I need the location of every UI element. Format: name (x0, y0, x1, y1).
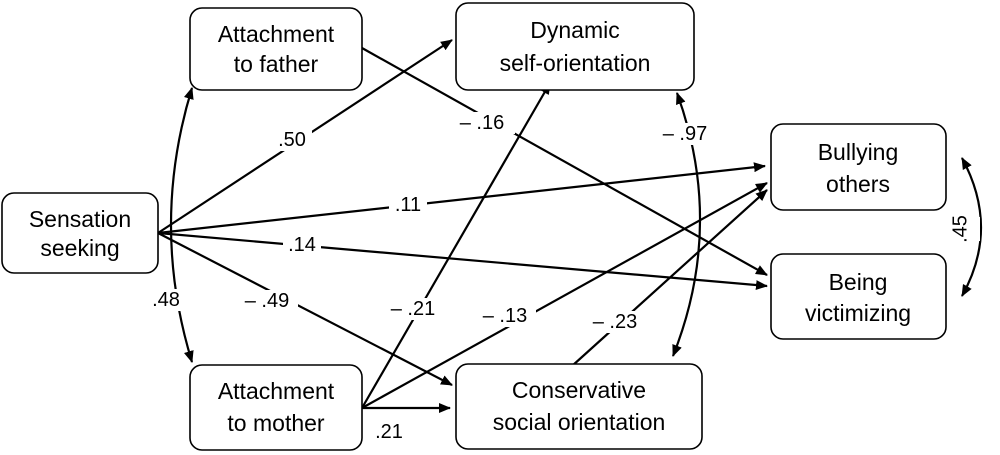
node-conservative-line2: social orientation (493, 409, 666, 435)
coef-conservative-bullying: – .23 (593, 311, 637, 333)
coef-father-victim: – .16 (460, 112, 504, 134)
node-conservative-line1: Conservative (512, 377, 646, 403)
coef-sensation-dynamic: .50 (278, 129, 306, 151)
coef-sensation-bullying: .11 (395, 194, 421, 216)
node-sensation-seeking-line2: seeking (40, 235, 119, 261)
node-bullying-line1: Bullying (818, 139, 899, 165)
node-sensation-seeking: Sensation seeking (1, 192, 159, 274)
coef-mother-conservative: .21 (375, 421, 403, 443)
edge-sensation-to-victim (157, 231, 768, 291)
node-attachment-mother: Attachment to mother (189, 364, 363, 451)
node-attachment-mother-line2: to mother (227, 410, 324, 436)
edge-sensation-to-conservative (157, 232, 453, 386)
node-bullying-line2: others (826, 171, 890, 197)
node-attachment-father-line2: to father (234, 51, 319, 77)
node-dynamic-line2: self-orientation (500, 50, 651, 76)
coef-mother-bullying: – .13 (483, 305, 527, 327)
coef-dynamic-conservative: – .97 (663, 123, 707, 145)
node-sensation-seeking-line1: Sensation (29, 206, 131, 232)
corr-sensation-father-mother (169, 87, 194, 363)
edge-sensation-to-bullying (157, 162, 766, 235)
node-attachment-father: Attachment to father (189, 7, 363, 91)
coef-bullying-victim: .45 (949, 215, 971, 243)
edge-mother-to-dynamic (361, 82, 551, 409)
node-victim-line1: Being (829, 269, 888, 295)
coefficients: .48 .50 – .16 – .97 .11 .14 .45 – .49 – … (148, 112, 980, 443)
node-victim-line2: victimizing (805, 300, 911, 326)
node-attachment-father-line1: Attachment (218, 21, 335, 47)
node-being-victimizing: Being victimizing (770, 253, 947, 340)
edge-conservative-to-bullying (571, 189, 768, 367)
node-dynamic-self-orientation: Dynamic self-orientation (455, 2, 695, 91)
node-bullying-others: Bullying others (770, 123, 947, 211)
corr-bullying-victim (961, 157, 982, 297)
node-dynamic-line1: Dynamic (530, 17, 619, 43)
coef-sensation-correlation: .48 (152, 289, 180, 311)
node-conservative-social-orientation: Conservative social orientation (455, 363, 703, 450)
coef-sensation-conservative: – .49 (245, 290, 289, 312)
coef-sensation-victim: .14 (288, 234, 316, 256)
edges (157, 39, 982, 413)
coef-mother-dynamic: – .21 (391, 298, 435, 320)
node-attachment-mother-line1: Attachment (218, 378, 335, 404)
